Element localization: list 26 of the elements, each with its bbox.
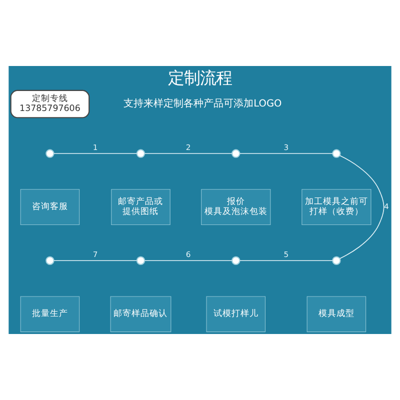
connector bbox=[239, 260, 334, 262]
node-box: 加工模具之前可打样（收费） bbox=[302, 189, 372, 225]
connector bbox=[53, 260, 138, 262]
node-circle bbox=[232, 256, 240, 265]
node-circle bbox=[332, 149, 341, 158]
connector bbox=[144, 260, 232, 262]
node-box: 批量生产 bbox=[20, 296, 80, 332]
node-box: 试模打样儿 bbox=[206, 296, 266, 332]
node-box: 报价 模具及泡沫包装 bbox=[201, 189, 271, 225]
node-circle bbox=[136, 149, 146, 158]
connector bbox=[144, 153, 232, 154]
connector bbox=[53, 153, 138, 154]
node-box: 邮寄样品确认 bbox=[110, 296, 172, 332]
node-box: 邮寄产品或提供图纸 bbox=[111, 189, 170, 225]
node-circle bbox=[332, 256, 341, 265]
node-circle bbox=[46, 149, 54, 158]
node-circle bbox=[46, 256, 54, 265]
node-box: 咨询客服 bbox=[20, 189, 80, 225]
node-box: 模具成型 bbox=[306, 296, 366, 332]
node-box: 定制专线 13785797606 bbox=[10, 90, 90, 118]
diagram-title: 定制流程 bbox=[168, 68, 232, 88]
connector bbox=[339, 155, 384, 259]
node-circle bbox=[136, 256, 146, 265]
label: 支持来样定制各种产品可添加LOGO bbox=[124, 98, 282, 110]
connector bbox=[239, 153, 334, 154]
node-circle bbox=[232, 149, 240, 158]
